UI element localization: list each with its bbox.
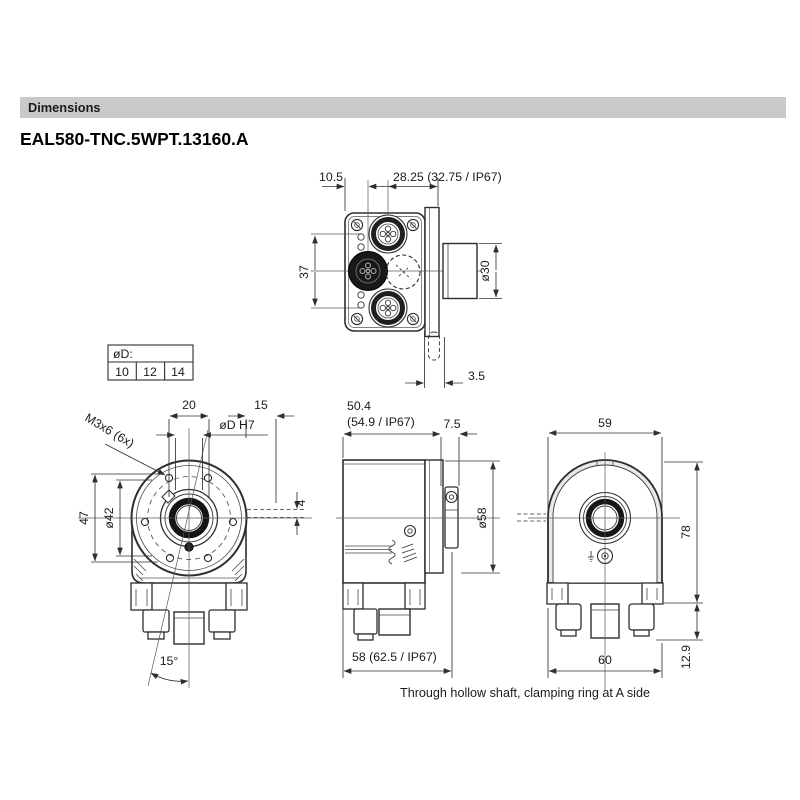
clamping-ring-notch (161, 489, 176, 504)
mounting-foot (404, 582, 426, 610)
top-view: 3.5 10.5 28.25 (32.75 / IP67) 37 ø30 (297, 170, 502, 388)
section-header-bar: Dimensions (20, 97, 786, 118)
bottom-connector (353, 608, 378, 635)
section-header-label: Dimensions (28, 100, 101, 115)
flange-screw (228, 517, 238, 527)
dim-depth-label: 28.25 (32.75 / IP67) (393, 170, 502, 184)
mounting-foot (225, 582, 248, 611)
mounting-foot (342, 582, 364, 610)
dim-body-dia-label: ø58 (475, 507, 489, 528)
housing-screw (403, 524, 417, 538)
top-view-flange (424, 206, 440, 338)
table-cell: 14 (171, 365, 185, 379)
dim-width-bottom-label: 60 (598, 653, 612, 667)
bottom-connector (628, 603, 655, 631)
side-view-housing (342, 459, 426, 584)
side-view-flange (424, 459, 444, 574)
dim-total-depth-label: 58 (62.5 / IP67) (352, 650, 437, 664)
mounting-foot (641, 582, 664, 605)
flange-screw (203, 473, 213, 483)
mounting-foot (130, 582, 153, 611)
table-header: øD: (113, 347, 133, 361)
side-view: 50.4 (54.9 / IP67) 7.5 ø58 58 (62.5 / IP… (336, 399, 500, 678)
table-cell: 12 (143, 365, 157, 379)
dim-clamp-width-label: 20 (182, 398, 196, 412)
front-view: 20 15 øD H7 M3x6 (6x) 47 (77, 398, 312, 688)
optional-connector-ghost (385, 254, 421, 290)
dim-depth-label-2: (54.9 / IP67) (347, 415, 415, 429)
dim-bolt-circle-label: ø42 (102, 507, 116, 528)
flange-screw (165, 553, 175, 563)
dim-clearance-label: 3.5 (468, 369, 485, 383)
dim-clamp-depth-label: 7.5 (443, 417, 460, 431)
dim-width-top-label: 59 (598, 416, 612, 430)
shaft-diameter-table: øD: 10 12 14 (107, 344, 194, 381)
dim-screws-label: M3x6 (6x) (82, 411, 136, 451)
flange-screw (203, 553, 213, 563)
dim-shaft-protrusion-label: 15 (254, 398, 268, 412)
flange-screw (140, 517, 150, 527)
dim-key-label: 4 (294, 499, 308, 506)
dim-left-offset-label: 10.5 (319, 170, 343, 184)
table-cell: 10 (115, 365, 129, 379)
clamping-ring-side (444, 486, 459, 549)
earth-symbol (588, 551, 594, 562)
dim-angle-label: 15° (160, 654, 179, 668)
dim-connector-spacing-label: 37 (297, 265, 311, 279)
drawing-caption: Through hollow shaft, clamping ring at A… (400, 686, 650, 700)
dim-shaft-dia-label: ø30 (478, 260, 492, 281)
bottom-connector-center (378, 608, 411, 636)
cable-stub (428, 331, 440, 361)
bottom-connector (555, 603, 582, 631)
bottom-connector (208, 609, 236, 633)
rear-view: 59 78 12.9 60 (517, 416, 703, 690)
dim-screw-span-label: 47 (77, 511, 91, 525)
label-coil-mark (388, 539, 396, 565)
dim-bore-label: øD H7 (219, 418, 255, 432)
top-view-shaft (442, 242, 478, 300)
page-title: EAL580-TNC.5WPT.13160.A (20, 129, 249, 149)
dim-depth-label-1: 50.4 (347, 399, 371, 413)
dim-connector-height-label: 12.9 (679, 645, 693, 669)
dim-height-label: 78 (679, 525, 693, 539)
mounting-foot (546, 582, 569, 605)
